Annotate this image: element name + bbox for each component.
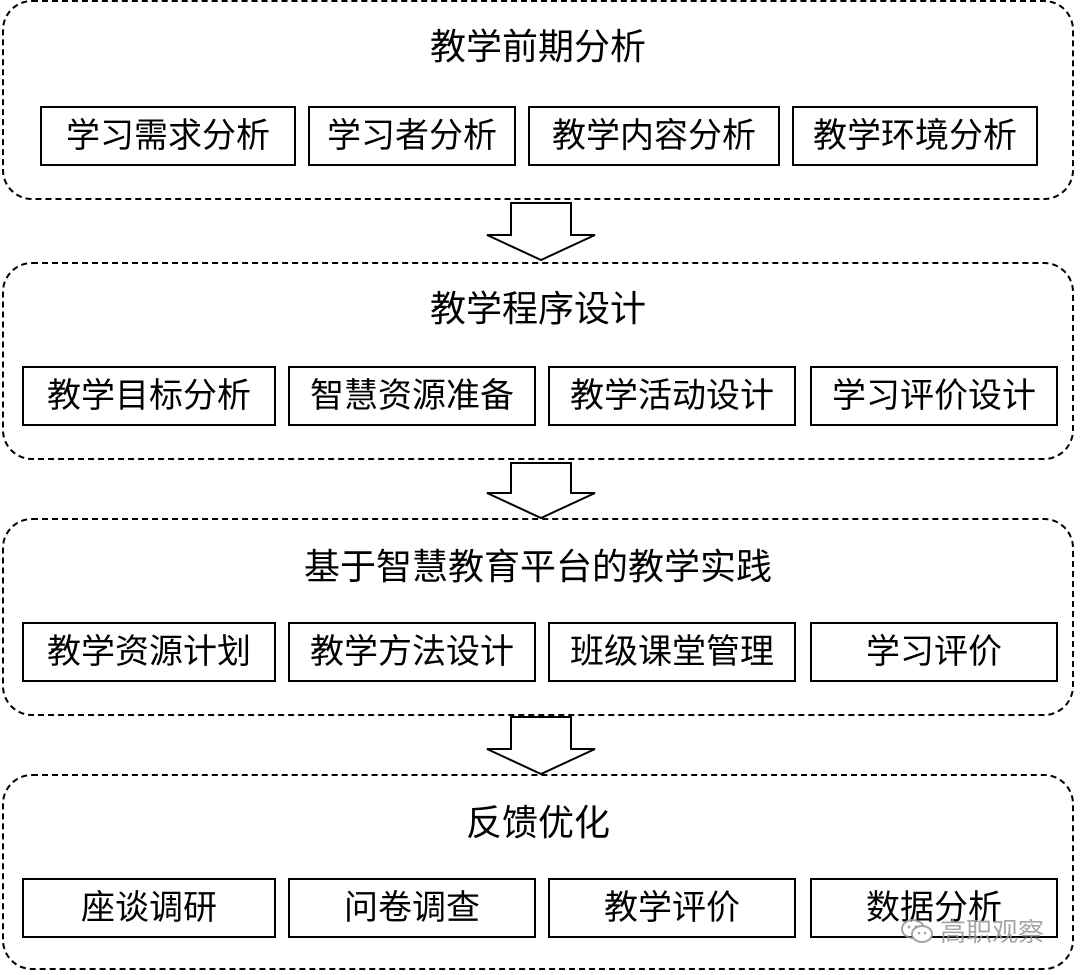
box-method-design: 教学方法设计 bbox=[288, 622, 536, 682]
box-learner-analysis: 学习者分析 bbox=[308, 106, 516, 166]
down-arrow bbox=[486, 462, 596, 520]
stage-title: 教学前期分析 bbox=[429, 27, 646, 68]
box-goal-analysis: 教学目标分析 bbox=[22, 366, 276, 426]
box-learning-evaluation: 学习评价 bbox=[810, 622, 1058, 682]
box-questionnaire: 问卷调查 bbox=[288, 878, 536, 938]
box-activity-design: 教学活动设计 bbox=[548, 366, 796, 426]
box-forum-research: 座谈调研 bbox=[22, 878, 276, 938]
stage-pre-analysis: 教学前期分析 bbox=[2, 0, 1074, 200]
stage-title: 教学程序设计 bbox=[429, 289, 646, 330]
stage-program-design: 教学程序设计 bbox=[2, 262, 1074, 460]
wechat-icon bbox=[901, 918, 933, 943]
watermark-text: 高职观察 bbox=[940, 918, 1045, 948]
box-teaching-evaluation: 教学评价 bbox=[548, 878, 796, 938]
box-learning-needs-analysis: 学习需求分析 bbox=[40, 106, 296, 166]
down-arrow bbox=[486, 716, 596, 776]
box-environment-analysis: 教学环境分析 bbox=[792, 106, 1038, 166]
watermark: 高职观察 bbox=[900, 912, 1044, 949]
stage-title: 基于智慧教育平台的教学实践 bbox=[303, 547, 772, 588]
box-content-analysis: 教学内容分析 bbox=[528, 106, 780, 166]
stage-teaching-practice: 基于智慧教育平台的教学实践 bbox=[2, 518, 1074, 716]
box-classroom-management: 班级课堂管理 bbox=[548, 622, 796, 682]
box-evaluation-design: 学习评价设计 bbox=[810, 366, 1058, 426]
down-arrow bbox=[486, 202, 596, 262]
stage-feedback-optimization: 反馈优化 bbox=[2, 774, 1074, 970]
box-resource-plan: 教学资源计划 bbox=[22, 622, 276, 682]
stage-title: 反馈优化 bbox=[465, 803, 610, 844]
box-data-analysis: 数据分析 bbox=[810, 878, 1058, 938]
box-resource-preparation: 智慧资源准备 bbox=[288, 366, 536, 426]
